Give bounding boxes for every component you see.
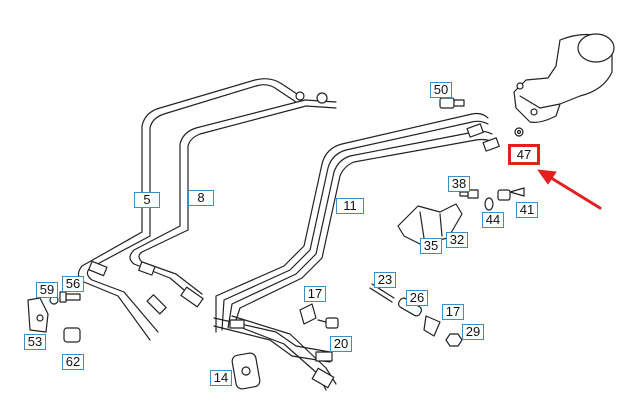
pipe-fittings: [88, 91, 500, 389]
screw-20: [317, 317, 339, 329]
cooler-housing: [513, 33, 615, 123]
bolt-56: [59, 291, 81, 303]
callout-17-right[interactable]: 17: [442, 304, 464, 320]
bolt-41: [497, 187, 525, 201]
highlight-arrow: [537, 169, 602, 210]
callout-14[interactable]: 14: [210, 370, 232, 386]
callout-38[interactable]: 38: [448, 176, 470, 192]
callout-11[interactable]: 11: [336, 198, 364, 214]
callout-23[interactable]: 23: [374, 272, 396, 288]
callout-32[interactable]: 32: [446, 232, 468, 248]
callout-17-left[interactable]: 17: [304, 286, 326, 302]
callout-35[interactable]: 35: [420, 238, 442, 254]
callout-44[interactable]: 44: [482, 212, 504, 228]
callout-5[interactable]: 5: [134, 192, 160, 208]
grommet-62: [63, 327, 81, 343]
callout-53[interactable]: 53: [24, 334, 46, 350]
callout-29[interactable]: 29: [462, 324, 484, 340]
callout-62[interactable]: 62: [62, 354, 84, 370]
bracket-53: [27, 297, 49, 333]
clip-17-right: [423, 315, 441, 337]
washer-44: [484, 197, 494, 211]
callout-8[interactable]: 8: [188, 190, 214, 206]
bolt-38: [459, 189, 479, 199]
callout-56[interactable]: 56: [62, 276, 84, 292]
clamp-14: [231, 352, 261, 390]
callout-47-highlighted[interactable]: 47: [508, 144, 540, 165]
callout-20[interactable]: 20: [330, 336, 352, 352]
callout-59[interactable]: 59: [36, 282, 58, 298]
bolt-50: [439, 97, 465, 109]
washer-47: [514, 127, 524, 137]
clip-17-left: [299, 303, 317, 325]
pipe-8: [129, 99, 337, 301]
callout-26[interactable]: 26: [406, 290, 428, 306]
callout-50[interactable]: 50: [430, 82, 452, 98]
callout-41[interactable]: 41: [516, 202, 538, 218]
nut-29: [445, 333, 463, 347]
